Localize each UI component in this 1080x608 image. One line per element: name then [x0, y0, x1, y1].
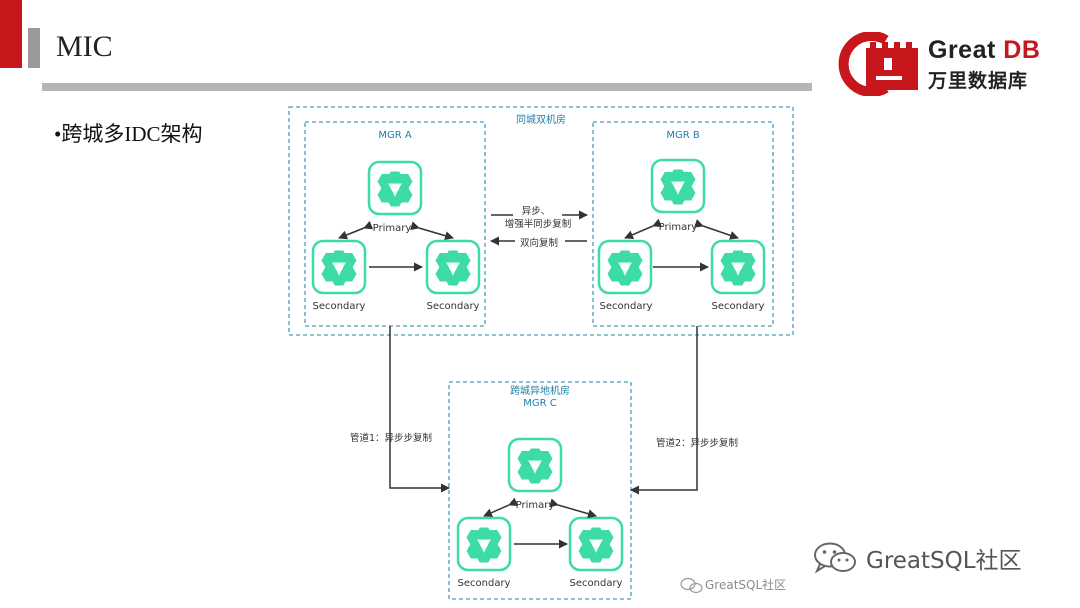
mgr-c-secondary1-label: Secondary	[458, 578, 511, 589]
mgr-a-link-right	[410, 221, 454, 241]
mgr-b-primary-node-icon	[650, 158, 706, 214]
mgr-b-link-left	[624, 218, 663, 239]
title-accent-red-bar	[0, 0, 22, 68]
pipe1-label: 管道1：异步步复制	[350, 432, 432, 444]
mgr-b-label: MGR B	[666, 130, 700, 141]
pipe1-line	[389, 326, 450, 493]
greatdb-logo: Great DB 万里数据库	[826, 31, 1056, 97]
mgr-a-group	[304, 121, 486, 327]
mgr-b-link-right	[693, 219, 739, 240]
mgr-a-secondary2-label: Secondary	[427, 301, 480, 312]
inner-watermark: GreatSQL社区	[680, 577, 786, 594]
inner-watermark-text: GreatSQL社区	[705, 577, 786, 592]
mgr-b-secondary1-label: Secondary	[600, 301, 653, 312]
title-accent-gray-bar	[28, 28, 40, 68]
mgr-c-secondary1-node-icon	[456, 516, 512, 572]
ba-link-label: 双向复制	[520, 237, 558, 249]
bullet-item: •跨城多IDC架构	[54, 118, 203, 148]
slide-title: MIC	[56, 30, 113, 63]
same-city-label: 同城双机房	[516, 113, 566, 126]
wechat-icon	[814, 542, 856, 574]
mgr-b-group	[592, 121, 774, 327]
pipe2-line	[630, 326, 698, 495]
ab-link-label-line1: 异步、	[522, 206, 551, 217]
same-city-region	[288, 106, 794, 336]
mgr-a-secondary1-label: Secondary	[313, 301, 366, 312]
mgr-c-link-right	[549, 498, 597, 519]
ab-link-label-line2: 增强半同步复制	[505, 218, 572, 230]
mgr-c-label: MGR C	[523, 398, 557, 409]
mgr-a-link-left	[338, 220, 374, 240]
mgr-c-secondary2-label: Secondary	[570, 578, 623, 589]
mgr-a-secondary2-node-icon	[425, 239, 481, 295]
logo-brand-name: Great DB	[928, 36, 1041, 64]
mgr-b-secondary2-node-icon	[710, 239, 766, 295]
bullet-marker: •	[54, 122, 62, 146]
mgr-a-secondary1-node-icon	[311, 239, 367, 295]
mgr-a-label: MGR A	[378, 130, 412, 141]
bullet-text: 跨城多IDC架构	[61, 122, 203, 146]
mgr-c-secondary2-node-icon	[568, 516, 624, 572]
mgr-c-link-left	[483, 497, 519, 517]
logo-brand-name-cn: 万里数据库	[928, 70, 1029, 92]
mgr-c-primary-label: Primary	[516, 500, 555, 511]
mgr-a-primary-node-icon	[367, 160, 423, 216]
wechat-watermark: GreatSQL社区	[812, 538, 1022, 578]
remote-site-label: 跨城异地机房	[510, 384, 570, 397]
mgr-b-secondary2-label: Secondary	[712, 301, 765, 312]
pipe2-label: 管道2：异步步复制	[656, 437, 738, 449]
greatdb-logo-mark	[838, 31, 918, 97]
mgr-b-primary-label: Primary	[659, 222, 698, 233]
architecture-diagram: 同城双机房 MGR A Primary Secondary Secondary …	[287, 104, 797, 602]
watermark-text: GreatSQL社区	[866, 548, 1022, 574]
title-underline	[42, 83, 812, 91]
mgr-a-primary-label: Primary	[373, 223, 412, 234]
mgr-b-secondary1-node-icon	[597, 239, 653, 295]
mgr-c-primary-node-icon	[507, 437, 563, 493]
